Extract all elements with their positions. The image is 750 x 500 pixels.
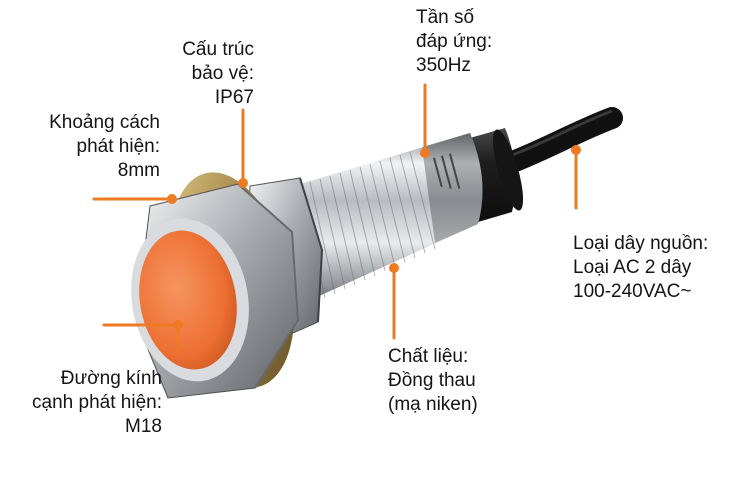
callout-line: bảo vệ: <box>191 63 254 84</box>
callout-value: 8mm <box>117 160 160 181</box>
callout-line: Đường kính <box>60 368 162 389</box>
body-print-marks <box>433 153 461 189</box>
sensor-face <box>131 218 249 382</box>
callout-value: 350Hz <box>416 55 471 76</box>
callout-line: Loại dây nguồn: <box>573 233 709 254</box>
callout-value: 100-240VAC~ <box>573 281 692 302</box>
callout-line: đáp ứng: <box>416 31 493 52</box>
callout-line: Cấu trúc <box>182 39 254 60</box>
callout-value: IP67 <box>214 87 254 108</box>
callout-protection: Cấu trúc bảo vệ: IP67 <box>182 38 254 110</box>
callout-lines <box>92 83 578 354</box>
callout-response-frequency: Tần số đáp ứng: 350Hz <box>416 6 492 78</box>
callout-dots <box>167 145 581 330</box>
callout-line: Chất liệu: <box>388 346 469 367</box>
callout-line: Loại AC 2 dây <box>573 257 692 278</box>
callout-line: phát hiện: <box>76 136 160 157</box>
callout-material: Chất liệu: Đồng thau (mạ niken) <box>388 345 478 417</box>
callout-detection-distance: Khoảng cách phát hiện: 8mm <box>49 111 160 183</box>
callout-line: cạnh phát hiện: <box>32 392 162 413</box>
power-cable <box>494 107 623 176</box>
callout-line: Khoảng cách <box>49 112 160 133</box>
callout-diameter: Đường kính cạnh phát hiện: M18 <box>32 367 162 439</box>
callout-value: M18 <box>125 416 162 437</box>
threaded-body <box>280 133 483 302</box>
callout-line: Tần số <box>416 7 475 28</box>
callout-value: (mạ niken) <box>388 394 478 415</box>
callout-line: Đồng thau <box>388 370 476 391</box>
callout-power-cable: Loại dây nguồn: Loại AC 2 dây 100-240VAC… <box>573 232 708 304</box>
